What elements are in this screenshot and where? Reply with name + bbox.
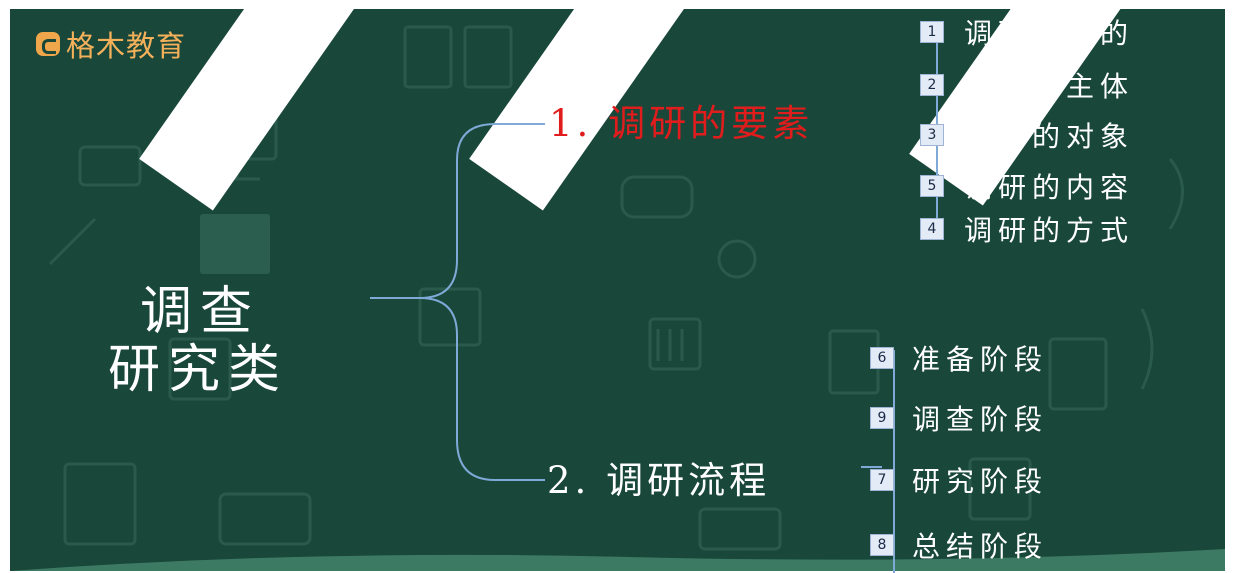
item-number: 2 — [920, 74, 944, 96]
process-item: 6 准备阶段 — [870, 343, 1048, 376]
connector-root-to-branch-1 — [370, 123, 545, 299]
item-text: 调研的目的 — [964, 17, 1135, 50]
element-item: 4 调研的方式 — [920, 214, 1134, 247]
item-number: 5 — [920, 175, 944, 197]
logo-text: 格木教育 — [66, 29, 187, 63]
process-item: 8 总结阶段 — [870, 530, 1048, 563]
process-item: 9 调查阶段 — [870, 403, 1048, 436]
item-text: 调研的内容 — [964, 171, 1135, 204]
element-item: 3 调研的对象 — [920, 120, 1134, 153]
item-number: 4 — [920, 218, 944, 240]
item-number: 9 — [870, 407, 894, 429]
element-item: 2 调研的主体 — [920, 70, 1134, 103]
item-number: 6 — [870, 347, 894, 369]
item-number: 3 — [920, 124, 944, 146]
item-number: 1 — [920, 21, 944, 43]
branch-process-label: 2. 调研流程 — [547, 459, 771, 502]
element-item: 5 调研的内容 — [920, 171, 1134, 204]
item-text: 调研的对象 — [964, 120, 1135, 153]
item-number: 7 — [870, 469, 894, 491]
branch-elements-label: 1. 调研的要素 — [549, 102, 814, 145]
chalkboard-background — [10, 9, 1225, 571]
process-item: 7 研究阶段 — [870, 465, 1048, 498]
item-number: 8 — [870, 534, 894, 556]
item-text: 调研的方式 — [964, 214, 1135, 247]
item-text: 调查阶段 — [912, 403, 1049, 436]
root-label-line-2: 研究类 — [108, 340, 289, 400]
logo-icon — [36, 32, 60, 56]
item-text: 准备阶段 — [912, 343, 1049, 376]
background-doodles — [10, 25, 1225, 571]
root-label-line-1: 调查 — [140, 282, 261, 342]
connector-root-to-branch-2 — [419, 297, 545, 481]
item-text: 调研的主体 — [964, 70, 1135, 103]
element-item: 1 调研的目的 — [920, 17, 1134, 50]
item-text: 总结阶段 — [912, 530, 1049, 563]
item-text: 研究阶段 — [912, 465, 1049, 498]
brand-logo: 格木教育 — [36, 24, 186, 64]
